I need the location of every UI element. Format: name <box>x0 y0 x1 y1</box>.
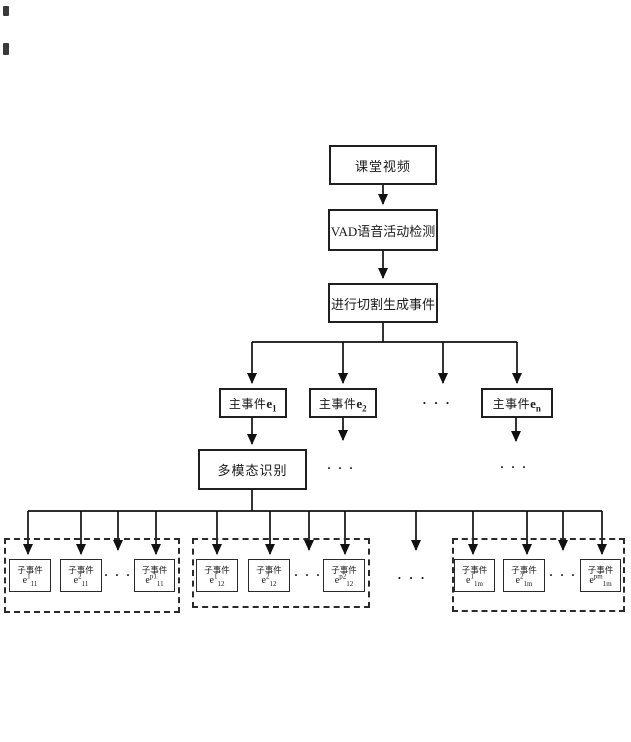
sub-event-label: 子事件 <box>17 565 43 576</box>
node-vad-detection-label: VAD语音活动检测 <box>330 223 436 239</box>
node-classroom-video-label: 课堂视频 <box>354 158 411 174</box>
node-main-event-n: 主事件en <box>481 388 553 418</box>
node-sub-event-2-1m: 子事件 e21m <box>503 559 545 592</box>
sub-event-group-1 <box>4 538 180 613</box>
node-sub-event-1-11: 子事件 e111 <box>9 559 51 592</box>
sub-event-symbol: e21m <box>515 572 533 588</box>
sub-event-symbol: e212 <box>261 572 277 588</box>
node-multimodal-recognition: 多模态识别 <box>198 449 307 490</box>
node-sub-event-2-12: 子事件 e212 <box>248 559 290 592</box>
node-main-event-2: 主事件e2 <box>309 388 377 418</box>
node-classroom-video: 课堂视频 <box>329 145 437 185</box>
ellipsis-under-event-2: · · · <box>326 461 355 475</box>
node-sub-event-1-1m: 子事件 e11m <box>454 559 495 592</box>
sub-event-symbol: ep111 <box>145 572 164 588</box>
ellipsis-main-events: · · · <box>422 395 452 410</box>
sub-event-group-n <box>452 538 625 612</box>
sub-event-label: 子事件 <box>141 565 168 576</box>
main-event-2-label: 主事件e2 <box>318 395 368 413</box>
ellipsis-group-2: · · · <box>293 568 322 582</box>
sub-event-label: 子事件 <box>511 565 537 576</box>
node-main-event-1: 主事件e1 <box>219 388 287 418</box>
node-vad-detection: VAD语音活动检测 <box>328 209 438 251</box>
sub-event-label: 子事件 <box>461 565 488 576</box>
node-sub-event-2-11: 子事件 e211 <box>60 559 102 592</box>
node-sub-event-pm-1m: 子事件 epm1m <box>580 559 621 592</box>
ellipsis-between-groups: · · · <box>397 570 427 585</box>
sub-event-symbol: e11m <box>466 572 483 588</box>
sub-event-group-2 <box>192 538 370 608</box>
main-event-n-label: 主事件en <box>492 395 542 413</box>
sub-event-label: 子事件 <box>204 565 230 576</box>
sub-event-label: 子事件 <box>256 565 282 576</box>
ellipsis-group-n: · · · <box>548 568 577 582</box>
node-sub-event-1-12: 子事件 e112 <box>196 559 238 592</box>
sub-event-label: 子事件 <box>587 565 614 576</box>
scan-artifact <box>3 43 9 55</box>
sub-event-symbol: e211 <box>73 572 89 588</box>
sub-event-symbol: ep212 <box>334 572 354 588</box>
node-cut-generate-events-label: 进行切割生成事件 <box>330 296 435 312</box>
main-event-branch-tree <box>247 323 522 384</box>
node-cut-generate-events: 进行切割生成事件 <box>328 283 438 323</box>
node-multimodal-recognition-label: 多模态识别 <box>217 463 288 478</box>
ellipsis-under-event-n: · · · <box>499 460 528 474</box>
sub-event-symbol: e111 <box>22 572 38 588</box>
ellipsis-group-1: · · · <box>103 568 132 582</box>
sub-event-label: 子事件 <box>68 565 94 576</box>
scan-artifact <box>3 6 9 16</box>
main-event-1-label: 主事件e1 <box>228 395 278 413</box>
sub-event-symbol: epm1m <box>589 572 612 588</box>
node-sub-event-p2-12: 子事件 ep212 <box>323 559 365 592</box>
node-sub-event-p1-11: 子事件 ep111 <box>134 559 175 592</box>
sub-event-label: 子事件 <box>331 565 357 576</box>
sub-event-symbol: e112 <box>209 572 225 588</box>
